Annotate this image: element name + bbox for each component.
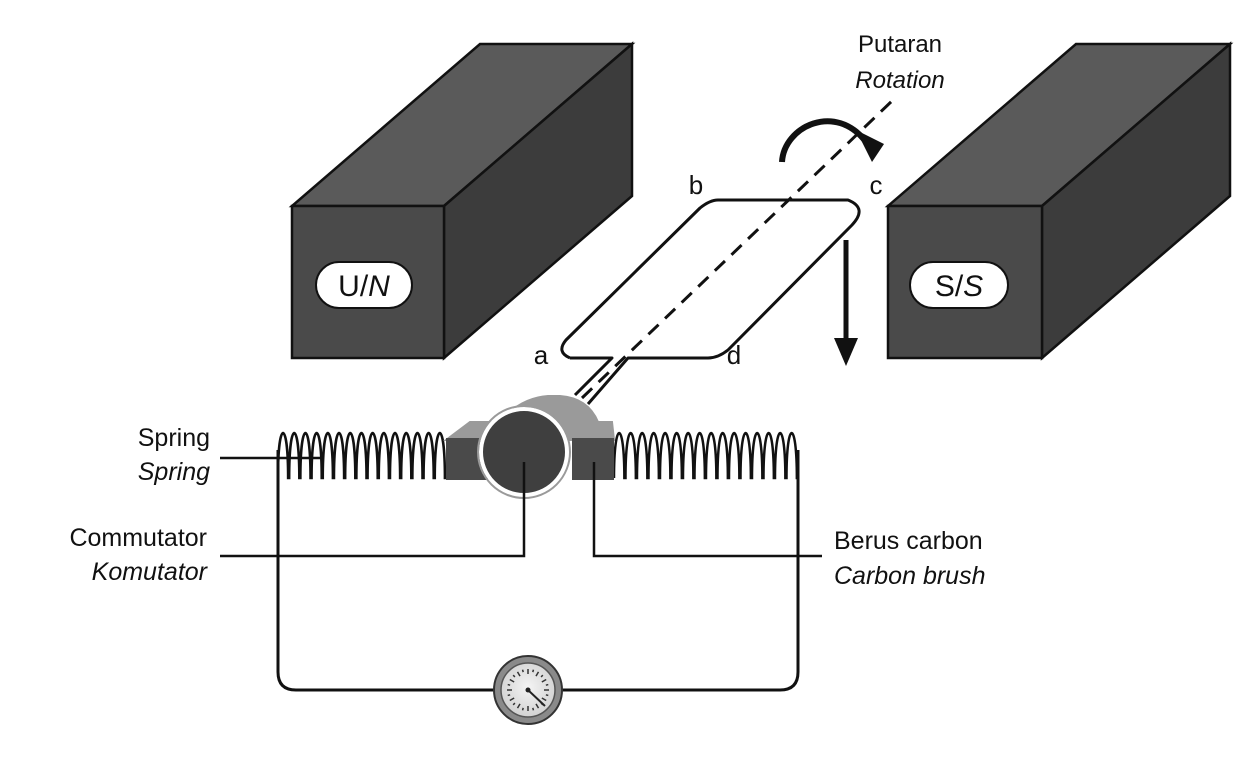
corner-label-b: b: [689, 170, 703, 200]
rotation-axis: [580, 98, 895, 400]
meter-tick: [512, 674, 516, 678]
meter-tick: [532, 707, 535, 711]
meter-tick: [521, 669, 524, 673]
rotation-arrow-icon: [779, 118, 884, 163]
meter-tick: [512, 702, 516, 706]
force-arrow-icon: [834, 240, 858, 366]
meter-icon: [493, 655, 563, 725]
spring-label-malay: Spring: [138, 424, 210, 452]
brush-label-english: Carbon brush: [834, 562, 985, 590]
north-pole-label: U/N: [338, 270, 390, 303]
coil-outline: [560, 198, 861, 405]
brush-label-malay: Berus carbon: [834, 527, 983, 555]
meter-tick: [507, 683, 511, 686]
meter-tick: [509, 697, 515, 702]
meter-tick: [541, 678, 547, 683]
south-pole-badge: [909, 261, 1009, 309]
circuit-wire: [276, 450, 800, 692]
meter-tick: [521, 707, 524, 711]
corner-label-c: c: [870, 170, 883, 200]
south-magnet: S/S: [884, 41, 1234, 361]
spring-label-english: Spring: [138, 458, 210, 486]
coil: [560, 198, 861, 405]
meter-tick: [541, 697, 547, 702]
rotation-label-malay: Putaran: [858, 31, 942, 58]
meter-tick: [532, 669, 535, 673]
commutator-label-malay: Commutator: [69, 524, 207, 552]
meter-tick: [516, 703, 521, 709]
meter-tick: [545, 683, 549, 686]
brush-leader: [592, 462, 822, 558]
commutator-leader: [220, 462, 526, 558]
left-spring: [276, 431, 447, 480]
meter-tick: [509, 678, 515, 683]
meter-tick: [516, 671, 521, 677]
rotation-label-english: Rotation: [855, 67, 944, 94]
corner-label-d: d: [727, 340, 741, 370]
meter-tick: [535, 703, 540, 709]
meter-tick: [535, 671, 540, 677]
corner-label-a: a: [534, 340, 549, 370]
north-pole-badge: [315, 261, 413, 309]
commutator-assembly: [443, 395, 616, 499]
meter-tick: [545, 694, 549, 697]
commutator-label-english: Komutator: [92, 558, 209, 586]
right-spring: [612, 431, 799, 480]
meter-tick: [540, 674, 544, 678]
south-pole-label: S/S: [935, 270, 983, 303]
meter-tick: [507, 694, 511, 697]
north-magnet: U/N: [288, 41, 636, 361]
